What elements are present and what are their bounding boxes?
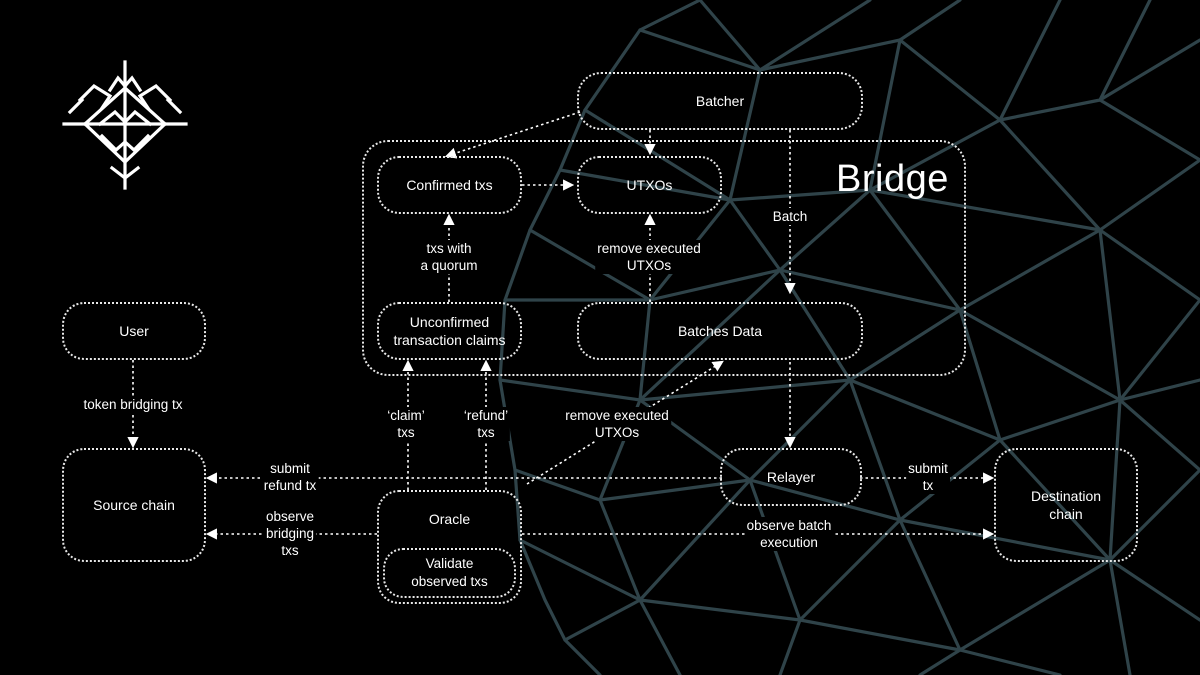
label-remove-utxos-bottom: remove executed UTXOs: [563, 407, 671, 441]
bridge-frame: [362, 140, 966, 376]
unconfirmed-claims-label: Unconfirmed transaction claims: [393, 314, 506, 348]
batcher-node[interactable]: Batcher: [577, 72, 863, 130]
confirmed-txs-label: Confirmed txs: [406, 177, 493, 193]
relayer-label: Relayer: [766, 469, 816, 485]
label-observe-batch-execution: observe batch execution: [744, 517, 834, 551]
utxos-label: UTXOs: [626, 177, 673, 193]
user-node[interactable]: User: [62, 302, 206, 360]
batches-data-node[interactable]: Batches Data: [577, 302, 863, 360]
utxos-node[interactable]: UTXOs: [577, 156, 722, 214]
validate-observed-node[interactable]: Validate observed txs: [383, 548, 516, 598]
destination-chain-label: Destination chain: [1030, 488, 1102, 522]
label-remove-utxos-top: remove executed UTXOs: [595, 240, 703, 274]
confirmed-txs-node[interactable]: Confirmed txs: [377, 156, 522, 214]
label-refund-txs: ‘refund’ txs: [461, 407, 511, 441]
user-label: User: [119, 323, 149, 339]
oracle-label: Oracle: [428, 511, 471, 527]
oracle-node[interactable]: Oracle: [377, 490, 522, 604]
validate-observed-label: Validate observed txs: [411, 556, 488, 589]
label-batch: Batch: [770, 208, 810, 225]
label-txs-with-quorum: txs with a quorum: [418, 240, 480, 274]
label-submit-tx: submit tx: [906, 460, 950, 494]
source-chain-label: Source chain: [93, 497, 175, 513]
source-chain-node[interactable]: Source chain: [62, 448, 206, 562]
unconfirmed-claims-node[interactable]: Unconfirmed transaction claims: [377, 302, 522, 360]
label-token-bridging-tx: token bridging tx: [81, 396, 185, 413]
label-claim-txs: ‘claim’ txs: [385, 407, 427, 441]
logo-icon: [62, 60, 188, 190]
label-submit-refund-tx: submit refund tx: [261, 460, 319, 494]
batcher-label: Batcher: [695, 93, 745, 109]
label-observe-bridging-txs: observe bridging txs: [263, 508, 317, 559]
edge-batcher-confirmed: [444, 111, 581, 159]
bridge-title: Bridge: [836, 158, 949, 200]
relayer-node[interactable]: Relayer: [720, 448, 862, 506]
batches-data-label: Batches Data: [677, 323, 763, 339]
destination-chain-node[interactable]: Destination chain: [994, 448, 1138, 562]
